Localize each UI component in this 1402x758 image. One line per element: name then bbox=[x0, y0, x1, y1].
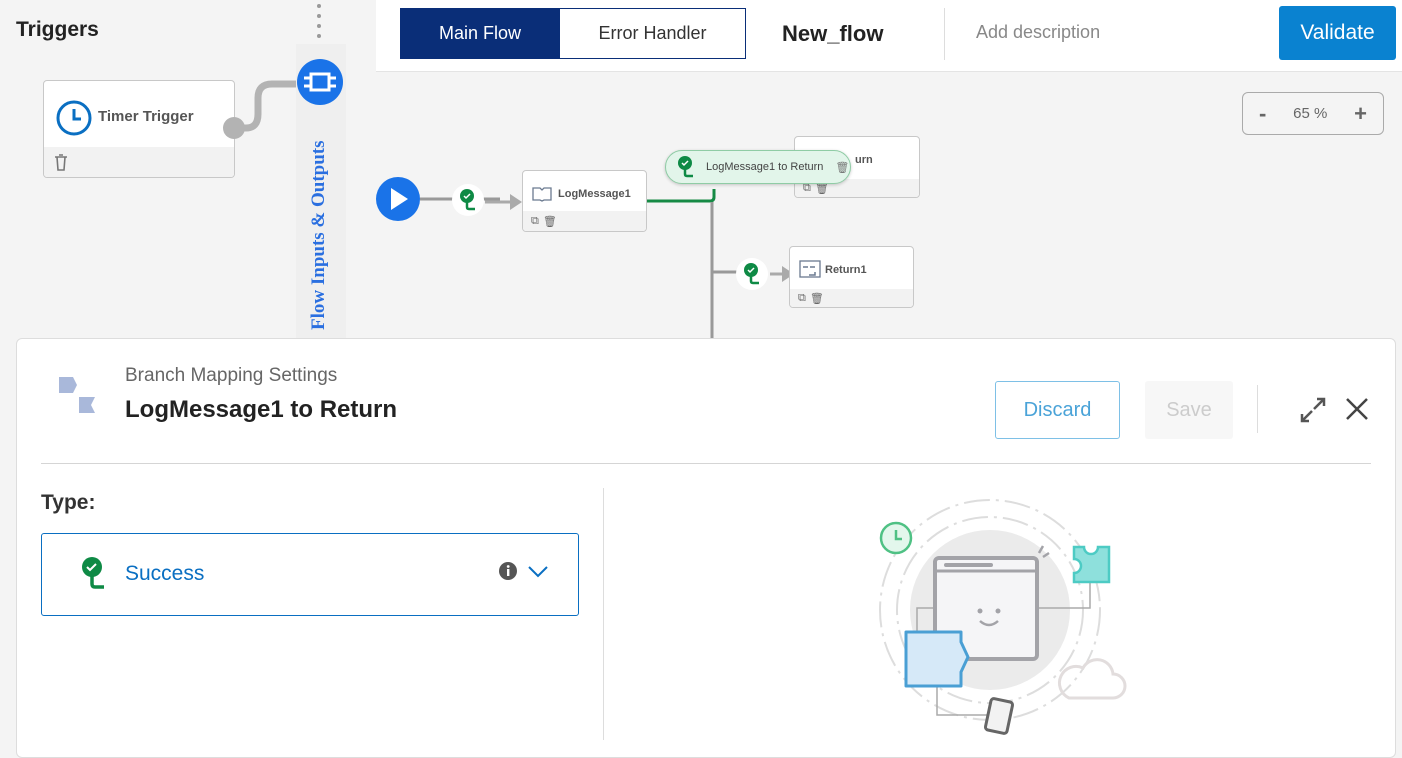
zoom-control: - 65 % + bbox=[1242, 92, 1384, 135]
chevron-down-icon[interactable] bbox=[527, 565, 549, 579]
validate-button[interactable]: Validate bbox=[1279, 6, 1396, 60]
success-branch-icon[interactable] bbox=[452, 184, 484, 216]
divider bbox=[41, 463, 1371, 464]
divider bbox=[603, 488, 604, 740]
zoom-in-button[interactable]: + bbox=[1354, 100, 1367, 126]
save-button[interactable]: Save bbox=[1145, 381, 1233, 439]
node-label-partial: urn bbox=[855, 154, 873, 166]
clock-icon bbox=[56, 100, 92, 136]
trash-icon[interactable]: 🗑 bbox=[542, 215, 557, 228]
io-icon bbox=[297, 59, 343, 105]
success-branch-icon[interactable] bbox=[736, 258, 768, 290]
node-label: LogMessage1 bbox=[558, 188, 631, 200]
trigger-connector bbox=[223, 80, 312, 139]
book-icon bbox=[532, 187, 552, 202]
trash-icon[interactable]: 🗑 bbox=[809, 292, 824, 305]
type-select[interactable]: Success bbox=[41, 533, 579, 616]
type-label: Type: bbox=[41, 491, 96, 514]
trigger-footer bbox=[44, 147, 234, 177]
empty-state-illustration bbox=[879, 499, 1127, 735]
copy-icon[interactable]: ⧉ bbox=[803, 181, 811, 194]
flow-connectors bbox=[420, 189, 794, 340]
triggers-title: Triggers bbox=[16, 18, 99, 41]
copy-icon[interactable]: ⧉ bbox=[531, 214, 539, 227]
panel-subtitle: Branch Mapping Settings bbox=[125, 365, 338, 386]
io-label: Flow Inputs & Outputs bbox=[308, 140, 329, 330]
logmessage-node[interactable]: LogMessage1 ⧉🗑 bbox=[522, 170, 647, 232]
return-icon bbox=[799, 260, 821, 278]
tab-error-handler[interactable]: Error Handler bbox=[559, 8, 746, 59]
copy-icon[interactable]: ⧉ bbox=[798, 291, 806, 304]
discard-button[interactable]: Discard bbox=[995, 381, 1120, 439]
close-icon[interactable] bbox=[1345, 397, 1369, 421]
success-branch-icon bbox=[678, 156, 693, 178]
drag-handle[interactable] bbox=[317, 4, 321, 38]
flow-name[interactable]: New_flow bbox=[782, 21, 884, 46]
node-label: Return1 bbox=[825, 264, 867, 276]
zoom-value: 65 % bbox=[1293, 105, 1328, 122]
trigger-label: Timer Trigger bbox=[98, 108, 194, 125]
io-panel[interactable]: Flow Inputs & Outputs bbox=[296, 44, 346, 340]
trash-icon[interactable] bbox=[52, 152, 70, 172]
branch-mapping-icon bbox=[59, 377, 95, 413]
trash-icon[interactable]: 🗑 bbox=[835, 161, 850, 174]
success-branch-icon bbox=[82, 557, 104, 589]
tab-main-flow[interactable]: Main Flow bbox=[400, 8, 560, 59]
branch-label: LogMessage1 to Return bbox=[706, 161, 824, 173]
expand-icon[interactable] bbox=[1300, 397, 1326, 423]
timer-trigger-card[interactable]: Timer Trigger bbox=[43, 80, 235, 178]
type-value: Success bbox=[125, 562, 205, 585]
description-input[interactable]: Add description bbox=[976, 22, 1101, 42]
info-icon[interactable] bbox=[498, 561, 518, 581]
zoom-out-button[interactable]: - bbox=[1259, 100, 1267, 126]
divider bbox=[1257, 385, 1258, 433]
divider bbox=[944, 8, 945, 60]
start-play-icon[interactable] bbox=[376, 177, 421, 222]
panel-title: LogMessage1 to Return bbox=[125, 396, 398, 423]
return1-node[interactable]: Return1 ⧉🗑 bbox=[789, 246, 914, 308]
branch-tooltip[interactable]: LogMessage1 to Return 🗑 bbox=[665, 150, 851, 184]
trash-icon[interactable]: 🗑 bbox=[814, 182, 829, 195]
